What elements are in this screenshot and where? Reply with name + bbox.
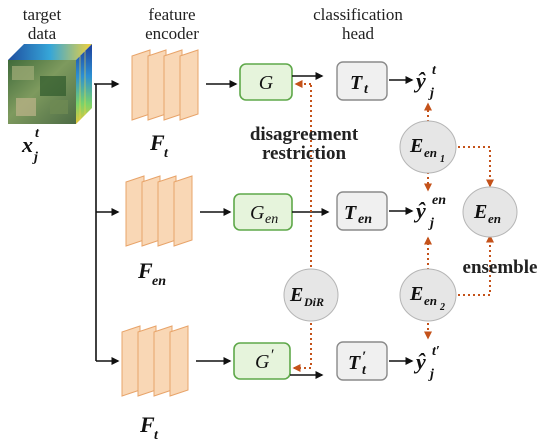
loss-en1-subsub: 1 <box>440 154 445 165</box>
header-classification-line2: head <box>342 24 375 43</box>
encoder-mid-label-sub: en <box>152 274 166 289</box>
input-x-base: x <box>21 132 33 157</box>
loss-en1-node <box>399 120 457 174</box>
head-mid-box <box>336 191 388 231</box>
input-x-sup: t <box>35 126 40 141</box>
encoder-mid-label-base: F <box>137 258 153 283</box>
output-bottom-base: ŷ <box>413 349 426 374</box>
encoder-bottom-label-sub: t <box>154 428 159 443</box>
encoder-bottom-label-base: F <box>139 412 155 437</box>
input-x-sub: j <box>32 150 38 165</box>
encoder-top-label-base: F <box>149 130 165 155</box>
loss-en2-node <box>399 268 457 322</box>
head-top-box <box>336 61 388 101</box>
header-target-line1: target <box>23 5 62 24</box>
output-mid-sup: en <box>432 193 446 208</box>
output-top-sup: t <box>432 63 437 78</box>
loss-dir-sub: DiR <box>303 295 324 309</box>
output-mid-base: ŷ <box>413 198 426 223</box>
head-mid-label-base: T <box>344 202 357 224</box>
loss-en1-base: E <box>409 135 423 157</box>
head-bottom-label-base: T <box>348 352 361 374</box>
loss-en1-sub: en <box>424 145 437 160</box>
header-feature-line2: encoder <box>145 24 199 43</box>
head-bottom-box <box>336 341 388 381</box>
loss-en2-sub: en <box>424 293 437 308</box>
head-top-label-sub: t <box>364 82 369 97</box>
header-feature-line1: feature <box>148 5 195 24</box>
generator-mid-label-sub: en <box>265 212 278 227</box>
generator-bottom-label-base: G <box>255 351 270 373</box>
dotted-en1-to-en <box>458 146 494 188</box>
hyperspectral-cube-icon <box>8 44 92 124</box>
output-mid-sub: j <box>428 216 434 231</box>
generator-top-box <box>239 63 293 101</box>
generator-bottom-label-prime: ′ <box>270 347 274 364</box>
loss-en2-subsub: 2 <box>439 302 445 313</box>
loss-en-base: E <box>473 201 487 223</box>
dotted-en2-to-en <box>458 234 494 296</box>
annotation-ensemble: ensemble <box>463 257 538 278</box>
output-bottom-sub: j <box>428 367 434 382</box>
header-classification-line1: classification <box>313 5 403 24</box>
encoder-mid-icon <box>125 175 193 247</box>
output-top-sub: j <box>428 86 434 101</box>
loss-dir-base: E <box>289 284 303 306</box>
head-mid-label-sub: en <box>358 212 372 227</box>
generator-top-label: G <box>259 72 274 94</box>
head-bottom-label-prime: ′ <box>362 349 366 365</box>
annotation-disagreement-line1: disagreement <box>250 124 359 145</box>
encoder-top-label-sub: t <box>164 146 169 161</box>
encoder-bottom-icon <box>121 325 189 397</box>
loss-en2-base: E <box>409 283 423 305</box>
loss-en-sub: en <box>488 211 501 226</box>
generator-bottom-box <box>233 342 291 380</box>
annotation-disagreement-line2: restriction <box>262 143 346 164</box>
generator-mid-label-base: G <box>250 202 265 224</box>
output-top-base: ŷ <box>413 68 426 93</box>
loss-dir-node <box>283 268 339 322</box>
head-bottom-label-sub: t <box>362 363 367 378</box>
loss-en-node <box>462 186 518 238</box>
head-top-label-base: T <box>350 72 363 94</box>
encoder-top-icon <box>131 49 199 121</box>
header-target-line2: data <box>28 24 57 43</box>
output-bottom-sup: t′ <box>432 344 440 359</box>
